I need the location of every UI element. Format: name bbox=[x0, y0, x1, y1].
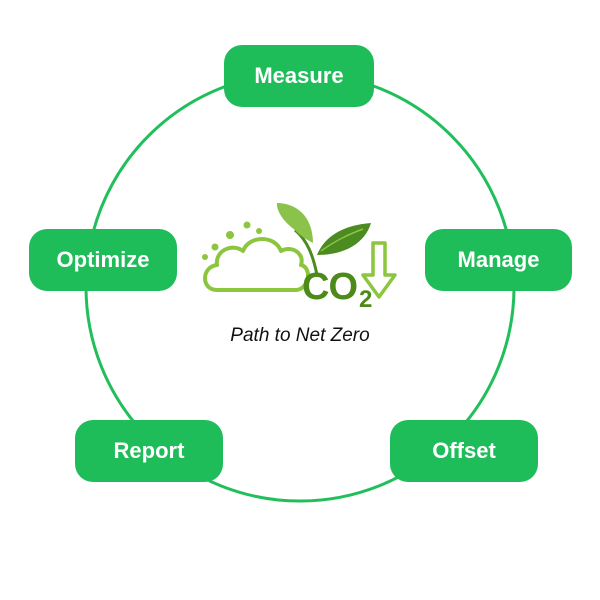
measure-button[interactable]: Measure bbox=[224, 45, 374, 107]
tagline: Path to Net Zero bbox=[230, 325, 370, 346]
manage-button[interactable]: Manage bbox=[425, 229, 572, 291]
co2-label: CO2 bbox=[302, 266, 372, 313]
offset-button[interactable]: Offset bbox=[390, 420, 538, 482]
cloud-icon bbox=[202, 221, 310, 292]
leaf-icon bbox=[276, 203, 371, 276]
co2-subscript: 2 bbox=[359, 286, 372, 313]
co2-logo bbox=[202, 203, 397, 299]
down-arrow-icon bbox=[361, 241, 397, 299]
report-button[interactable]: Report bbox=[75, 420, 223, 482]
optimize-button[interactable]: Optimize bbox=[29, 229, 177, 291]
co2-main: CO bbox=[302, 266, 358, 308]
